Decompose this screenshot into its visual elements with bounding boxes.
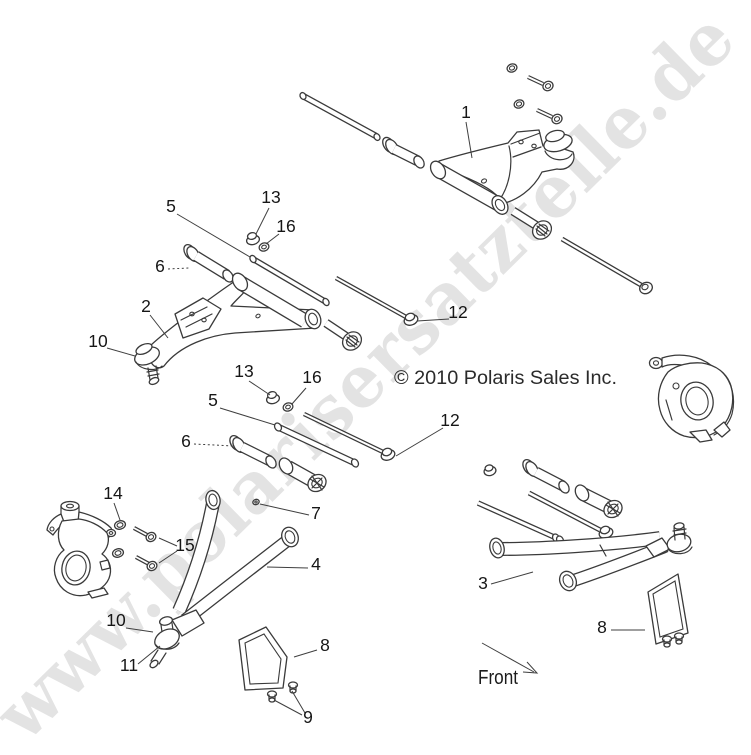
callout-13: 13 [261, 187, 280, 207]
callout-10: 10 [88, 331, 108, 351]
callout-16: 16 [276, 216, 295, 236]
callout-6: 6 [155, 256, 165, 276]
front-arrow-icon [522, 661, 539, 674]
callout-8: 8 [597, 617, 607, 637]
upper-arm-left-assembly [134, 231, 419, 386]
callout-7: 7 [311, 503, 321, 523]
mud-guard-left [238, 626, 299, 703]
lower-arm-left-assembly [149, 489, 299, 669]
copyright-text: © 2010 Polaris Sales Inc. [394, 368, 617, 389]
callout-5: 5 [166, 196, 176, 216]
leader-lines [106, 121, 645, 716]
upper-arm-right-assembly [299, 63, 653, 295]
callout-16: 16 [302, 367, 321, 387]
front-direction: Front [478, 642, 539, 689]
callout-1: 1 [461, 102, 471, 122]
callout-2: 2 [141, 296, 151, 316]
callout-13: 13 [234, 361, 253, 381]
parts-layer [46, 63, 735, 703]
callout-11: 11 [120, 655, 138, 675]
steering-knuckle-left [46, 500, 158, 599]
callout-14: 14 [103, 483, 123, 503]
steering-knuckle-right [648, 354, 735, 443]
callout-3: 3 [478, 573, 488, 593]
callout-9: 9 [303, 707, 313, 727]
front-label: Front [478, 667, 518, 689]
callout-8: 8 [320, 635, 330, 655]
mud-guard-right [647, 573, 689, 648]
lower-arm-hardware-middle [229, 390, 396, 493]
callout-12: 12 [448, 302, 467, 322]
callout-15: 15 [175, 535, 194, 555]
callout-6: 6 [181, 431, 191, 451]
lower-arm-right-assembly [476, 459, 693, 592]
callout-5: 5 [208, 390, 218, 410]
callout-10: 10 [106, 610, 126, 630]
callout-12: 12 [440, 410, 459, 430]
callout-4: 4 [311, 554, 321, 574]
